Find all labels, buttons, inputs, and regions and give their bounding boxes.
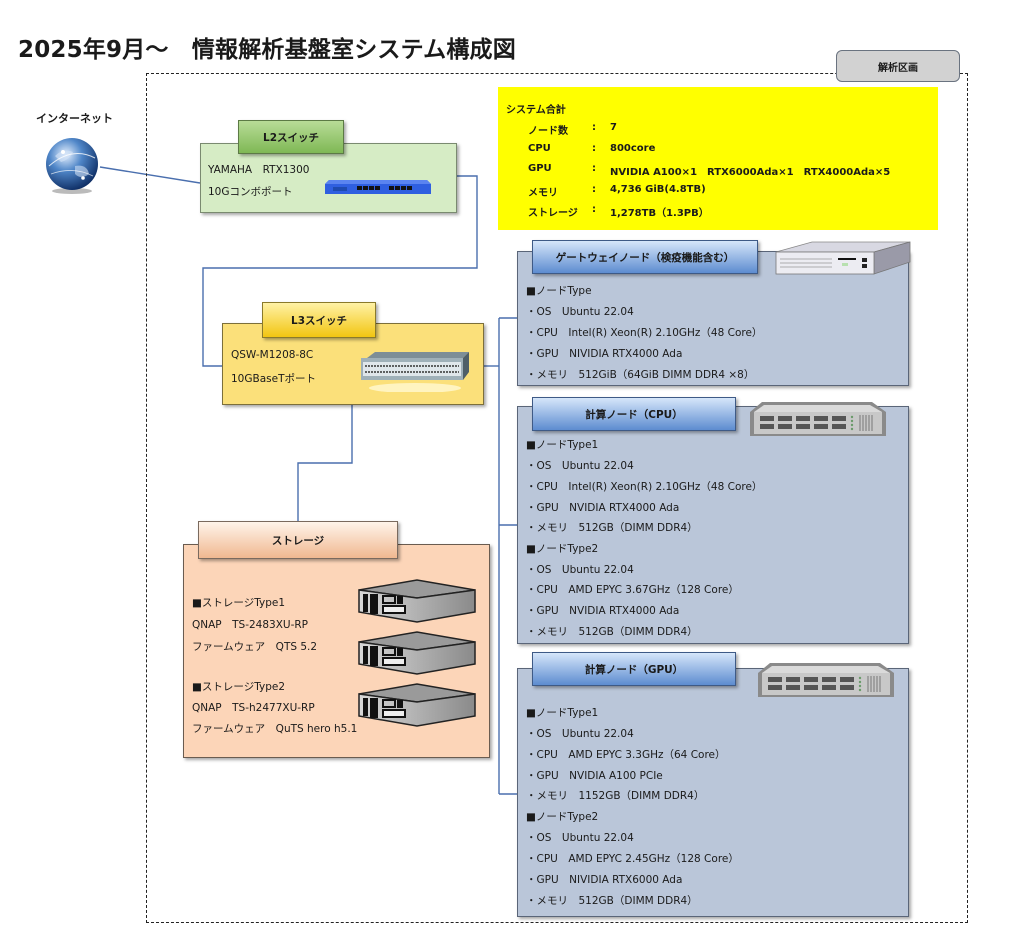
summary-key: ノード数 [528,126,568,137]
gpu-node-title: 計算ノード（GPU） [532,652,736,686]
summary-row-cpu: CPU : 800core [528,143,655,154]
cpu-node-type1-cpu: ・CPU Intel(R) Xeon(R) 2.10GHz（48 Core） [526,481,763,493]
summary-title: システム合計 [506,105,566,116]
l2-switch-port: 10Gコンボポート [208,186,293,198]
gateway-node-gpu: ・GPU NIVIDIA RTX4000 Ada [526,348,683,360]
gateway-node-type: ■ノードType [526,285,592,297]
l2-switch-model: YAMAHA RTX1300 [208,164,310,176]
gpu-node-type1-memory: ・メモリ 1152GB（DIMM DDR4） [526,790,705,802]
globe-icon [43,136,101,194]
summary-sep: : [592,184,596,195]
analysis-zone-boundary [146,73,968,923]
rack-server-icon [748,400,888,442]
cpu-node-box: ■ノードType1 ・OS Ubuntu 22.04 ・CPU Intel(R)… [517,406,909,644]
cpu-node-type1-os: ・OS Ubuntu 22.04 [526,460,634,472]
gpu-node-box: ■ノードType1 ・OS Ubuntu 22.04 ・CPU AMD EPYC… [517,668,909,917]
summary-value: 1,278TB（1.3PB） [610,208,709,219]
rack-server-icon [756,661,896,703]
storage-type2-firmware: ファームウェア QuTS hero h5.1 [192,723,358,735]
gpu-node-type1-cpu: ・CPU AMD EPYC 3.3GHz（64 Core） [526,749,726,761]
gpu-node-type2-os: ・OS Ubuntu 22.04 [526,832,634,844]
summary-key: CPU [528,143,551,154]
cpu-node-type2-gpu: ・GPU NVIDIA RTX4000 Ada [526,605,680,617]
cpu-node-type2-os: ・OS Ubuntu 22.04 [526,564,634,576]
system-summary-panel: システム合計 ノード数 : 7 CPU : 800core GPU : NVID… [498,87,938,230]
internet-label: インターネット [36,112,113,125]
gpu-node-type2-memory: ・メモリ 512GB（DIMM DDR4） [526,895,698,907]
summary-value: 800core [610,143,656,154]
page-title: 2025年9月～ 情報解析基盤室システム構成図 [18,37,516,63]
gpu-node-type2: ■ノードType2 [526,811,599,823]
l3-switch-title: L3スイッチ [262,302,376,338]
summary-sep: : [592,163,596,174]
summary-sep: : [592,143,596,154]
storage-type1-firmware: ファームウェア QTS 5.2 [192,641,318,653]
router-icon [325,176,431,202]
gpu-node-type2-cpu: ・CPU AMD EPYC 2.45GHz（128 Core） [526,853,739,865]
storage-type2-model: QNAP TS-h2477XU-RP [192,702,315,714]
link-l3-storage [297,405,353,521]
gateway-node-cpu: ・CPU Intel(R) Xeon(R) 2.10GHz（48 Core） [526,327,763,339]
gateway-node-memory: ・メモリ 512GiB（64GiB DIMM DDR4 ×8） [526,369,755,381]
summary-value: 4,736 GiB(4.8TB) [610,184,706,195]
l3-switch-port: 10GBaseTポート [231,373,316,385]
l2-switch-box: YAMAHA RTX1300 10Gコンボポート [200,143,457,213]
link-l2-l3 [202,175,478,367]
analysis-zone-label: 解析区画 [836,50,960,82]
storage-type1-model: QNAP TS-2483XU-RP [192,619,309,631]
storage-title: ストレージ [198,521,398,559]
link-internet-l2 [99,166,201,184]
gateway-node-title: ゲートウェイノード（検疫機能含む） [532,240,758,274]
summary-key: ストレージ [528,208,578,219]
cpu-node-title: 計算ノード（CPU） [532,397,736,431]
cpu-node-type2-memory: ・メモリ 512GB（DIMM DDR4） [526,626,698,638]
storage-box: ■ストレージType1 QNAP TS-2483XU-RP ファームウェア QT… [183,544,490,758]
summary-row-gpu: GPU : NVIDIA A100×1 RTX6000Ada×1 RTX4000… [528,163,890,178]
summary-key: GPU [528,163,552,174]
cpu-node-type2: ■ノードType2 [526,543,599,555]
storage-server-icon [357,578,479,732]
gateway-node-os: ・OS Ubuntu 22.04 [526,306,634,318]
cpu-node-type2-cpu: ・CPU AMD EPYC 3.67GHz（128 Core） [526,584,739,596]
summary-row-storage: ストレージ : 1,278TB（1.3PB） [528,204,709,219]
cpu-node-type1-gpu: ・GPU NVIDIA RTX4000 Ada [526,502,680,514]
summary-sep: : [592,204,596,215]
summary-value: 7 [610,122,617,133]
cpu-node-type1: ■ノードType1 [526,439,599,451]
switch-icon [359,350,471,396]
gpu-node-type2-gpu: ・GPU NIVIDIA RTX6000 Ada [526,874,683,886]
server-icon [772,240,912,284]
summary-value: NVIDIA A100×1 RTX6000Ada×1 RTX4000Ada×5 [610,167,891,178]
gpu-node-type1-os: ・OS Ubuntu 22.04 [526,728,634,740]
storage-type1-heading: ■ストレージType1 [192,597,286,609]
l3-switch-model: QSW-M1208-8C [231,349,314,361]
summary-key: メモリ [528,188,558,199]
summary-row-nodes: ノード数 : 7 [528,122,617,137]
cpu-node-type1-memory: ・メモリ 512GB（DIMM DDR4） [526,522,698,534]
storage-type2-heading: ■ストレージType2 [192,681,286,693]
summary-sep: : [592,122,596,133]
gpu-node-type1-gpu: ・GPU NVIDIA A100 PCIe [526,770,663,782]
l2-switch-title: L2スイッチ [238,120,344,154]
summary-row-memory: メモリ : 4,736 GiB(4.8TB) [528,184,706,199]
gpu-node-type1: ■ノードType1 [526,707,599,719]
